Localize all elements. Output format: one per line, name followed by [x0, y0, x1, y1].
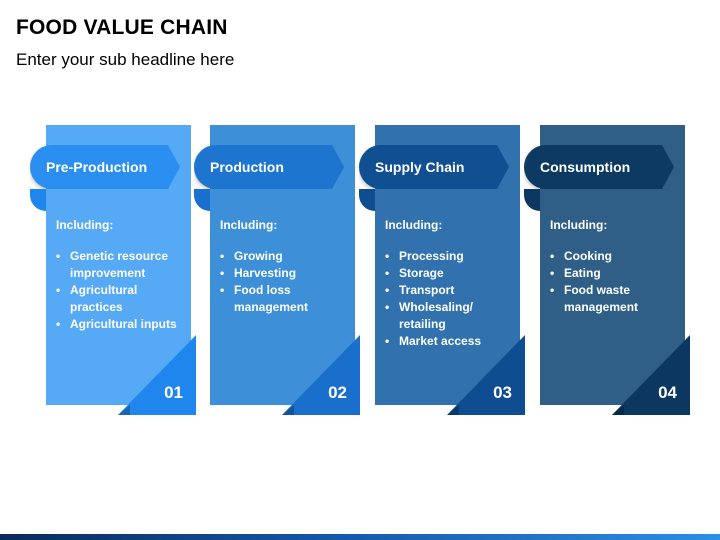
bottom-accent-bar	[0, 534, 720, 540]
including-label: Including:	[220, 218, 278, 232]
stage-number: 02	[328, 383, 347, 402]
stage-number: 01	[164, 383, 183, 402]
tab-fold	[359, 189, 375, 211]
list-item: Eating	[550, 265, 680, 282]
stage-title: Supply Chain	[359, 145, 509, 189]
corner-fold	[447, 335, 525, 415]
corner-fold	[282, 335, 360, 415]
list-item: Processing	[385, 248, 515, 265]
list-item: Storage	[385, 265, 515, 282]
list-item: Transport	[385, 282, 515, 299]
list-item: Agricultural practices	[56, 282, 186, 316]
list-item: Wholesaling/ retailing	[385, 299, 515, 333]
page-subtitle: Enter your sub headline here	[16, 50, 235, 69]
corner-fold	[612, 335, 690, 415]
stage-title: Pre-Production	[30, 145, 180, 189]
list-item: Market access	[385, 333, 515, 350]
list-item: Food waste management	[550, 282, 680, 316]
list-item: Agricultural inputs	[56, 316, 186, 333]
tab-fold	[524, 189, 540, 211]
stage-item-list: ProcessingStorageTransportWholesaling/ r…	[385, 248, 515, 350]
list-item: Growing	[220, 248, 350, 265]
stage-item-list: CookingEatingFood waste management	[550, 248, 680, 316]
tab-fold	[30, 189, 46, 211]
stage-item-list: GrowingHarvestingFood loss management	[220, 248, 350, 316]
stage-number: 04	[658, 383, 677, 402]
list-item: Genetic resource improvement	[56, 248, 186, 282]
list-item: Harvesting	[220, 265, 350, 282]
stage-title: Production	[194, 145, 344, 189]
stage-number: 03	[493, 383, 512, 402]
page-title: FOOD VALUE CHAIN	[16, 16, 228, 39]
including-label: Including:	[550, 218, 608, 232]
list-item: Cooking	[550, 248, 680, 265]
corner-fold	[118, 335, 196, 415]
including-label: Including:	[385, 218, 443, 232]
including-label: Including:	[56, 218, 114, 232]
stage-title: Consumption	[524, 145, 674, 189]
stage-item-list: Genetic resource improvementAgricultural…	[56, 248, 186, 333]
tab-fold	[194, 189, 210, 211]
list-item: Food loss management	[220, 282, 350, 316]
